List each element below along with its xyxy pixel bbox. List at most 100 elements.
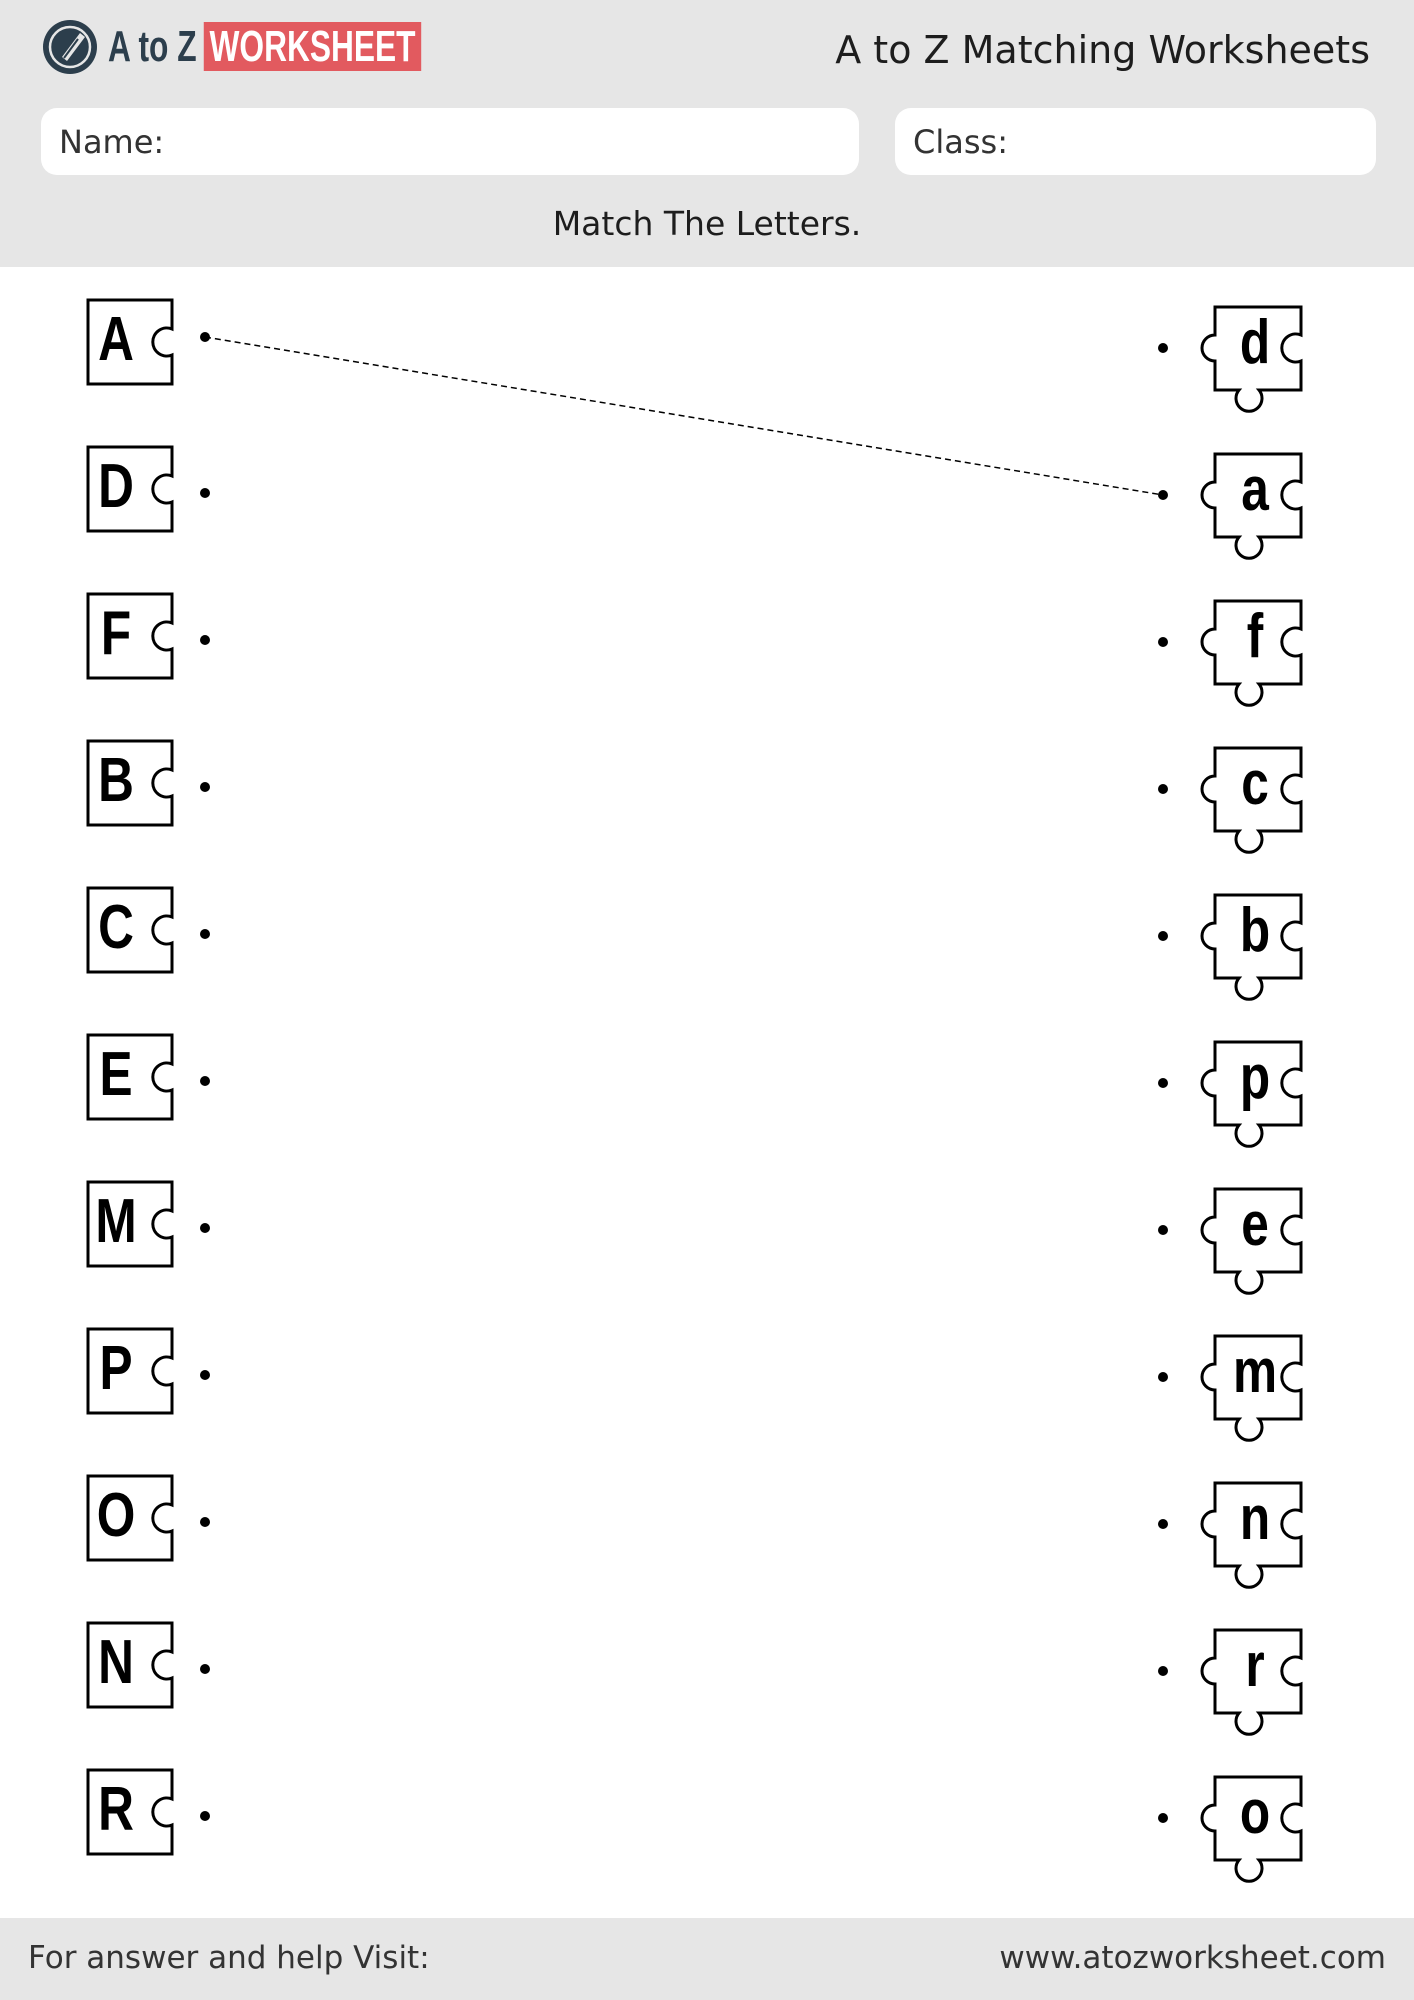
right-letter-piece[interactable]: d bbox=[1187, 305, 1307, 424]
left-dot[interactable] bbox=[200, 1223, 210, 1233]
right-letter: e bbox=[1241, 1190, 1269, 1259]
puzzle-piece-icon bbox=[1200, 1334, 1303, 1442]
left-letter: B bbox=[98, 746, 134, 815]
left-letter-piece[interactable]: P bbox=[86, 1327, 176, 1421]
puzzle-piece-icon bbox=[1200, 305, 1303, 413]
left-dot[interactable] bbox=[200, 1811, 210, 1821]
left-dot[interactable] bbox=[200, 1664, 210, 1674]
left-dot[interactable] bbox=[200, 782, 210, 792]
dashed-line bbox=[204, 336, 1164, 496]
right-letter: p bbox=[1239, 1043, 1271, 1112]
puzzle-piece-icon bbox=[86, 1327, 174, 1415]
left-dot[interactable] bbox=[200, 488, 210, 498]
name-field[interactable]: Name: bbox=[41, 108, 859, 175]
right-letter: b bbox=[1239, 896, 1271, 965]
right-letter: f bbox=[1246, 602, 1264, 671]
right-dot[interactable] bbox=[1158, 1225, 1168, 1235]
name-label: Name: bbox=[59, 122, 165, 161]
right-letter-piece[interactable]: r bbox=[1187, 1628, 1307, 1747]
right-dot[interactable] bbox=[1158, 931, 1168, 941]
right-letter-piece[interactable]: e bbox=[1187, 1187, 1307, 1306]
puzzle-piece-icon bbox=[1200, 599, 1303, 707]
right-dot[interactable] bbox=[1158, 784, 1168, 794]
left-dot[interactable] bbox=[200, 1076, 210, 1086]
right-dot[interactable] bbox=[1158, 1813, 1168, 1823]
right-letter: d bbox=[1239, 308, 1271, 377]
puzzle-piece-icon bbox=[1200, 893, 1303, 1001]
left-letter: A bbox=[98, 305, 134, 374]
puzzle-piece-icon bbox=[1200, 1187, 1303, 1295]
puzzle-piece-icon bbox=[86, 592, 174, 680]
left-letter-piece[interactable]: R bbox=[86, 1768, 176, 1862]
right-dot[interactable] bbox=[1158, 1372, 1168, 1382]
right-letter: r bbox=[1245, 1631, 1265, 1700]
puzzle-piece-icon bbox=[86, 1180, 174, 1268]
right-letter: n bbox=[1239, 1484, 1271, 1553]
class-field[interactable]: Class: bbox=[895, 108, 1376, 175]
class-label: Class: bbox=[913, 122, 1008, 161]
right-letter-piece[interactable]: o bbox=[1187, 1775, 1307, 1894]
left-dot[interactable] bbox=[200, 635, 210, 645]
puzzle-piece-icon bbox=[86, 1474, 174, 1562]
right-letter-piece[interactable]: p bbox=[1187, 1040, 1307, 1159]
left-dot[interactable] bbox=[200, 1517, 210, 1527]
left-letter: O bbox=[96, 1481, 136, 1550]
puzzle-piece-icon bbox=[1200, 1775, 1303, 1883]
footer-url[interactable]: www.atozworksheet.com bbox=[999, 1940, 1386, 1976]
right-letter: m bbox=[1232, 1337, 1278, 1406]
page-title: A to Z Matching Worksheets bbox=[835, 28, 1370, 72]
left-letter-piece[interactable]: D bbox=[86, 445, 176, 539]
right-letter: a bbox=[1241, 455, 1269, 524]
right-letter-piece[interactable]: a bbox=[1187, 452, 1307, 571]
right-letter-piece[interactable]: b bbox=[1187, 893, 1307, 1012]
left-letter: N bbox=[98, 1628, 134, 1697]
left-letter-piece[interactable]: B bbox=[86, 739, 176, 833]
puzzle-piece-icon bbox=[1200, 1481, 1303, 1589]
left-dot[interactable] bbox=[200, 1370, 210, 1380]
right-dot[interactable] bbox=[1158, 1666, 1168, 1676]
puzzle-piece-icon bbox=[86, 445, 174, 533]
right-dot[interactable] bbox=[1158, 1519, 1168, 1529]
right-letter: c bbox=[1241, 749, 1269, 818]
left-letter-piece[interactable]: E bbox=[86, 1033, 176, 1127]
puzzle-piece-icon bbox=[86, 1033, 174, 1121]
footer-help-text: For answer and help Visit: bbox=[28, 1940, 430, 1976]
left-letter: E bbox=[99, 1040, 133, 1109]
right-letter-piece[interactable]: m bbox=[1187, 1334, 1307, 1453]
puzzle-piece-icon bbox=[1200, 746, 1303, 854]
puzzle-piece-icon bbox=[86, 1768, 174, 1856]
left-letter: D bbox=[98, 452, 134, 521]
left-letter: C bbox=[98, 893, 134, 962]
puzzle-piece-icon bbox=[1200, 452, 1303, 560]
puzzle-piece-icon bbox=[86, 739, 174, 827]
pen-nib-logo-icon bbox=[43, 20, 97, 74]
left-letter-piece[interactable]: F bbox=[86, 592, 176, 686]
right-letter-piece[interactable]: n bbox=[1187, 1481, 1307, 1600]
puzzle-piece-icon bbox=[1200, 1628, 1303, 1736]
left-letter: P bbox=[99, 1334, 133, 1403]
right-letter-piece[interactable]: c bbox=[1187, 746, 1307, 865]
puzzle-piece-icon bbox=[86, 886, 174, 974]
puzzle-piece-icon bbox=[1200, 1040, 1303, 1148]
left-letter: R bbox=[98, 1775, 134, 1844]
left-letter-piece[interactable]: N bbox=[86, 1621, 176, 1715]
left-letter: F bbox=[100, 599, 132, 668]
left-dot[interactable] bbox=[200, 929, 210, 939]
footer: For answer and help Visit: www.atozworks… bbox=[0, 1918, 1414, 2000]
left-letter-piece[interactable]: C bbox=[86, 886, 176, 980]
left-letter: M bbox=[95, 1187, 137, 1256]
left-letter-piece[interactable]: M bbox=[86, 1180, 176, 1274]
right-letter: o bbox=[1239, 1778, 1271, 1847]
left-letter-piece[interactable]: O bbox=[86, 1474, 176, 1568]
right-letter-piece[interactable]: f bbox=[1187, 599, 1307, 718]
puzzle-piece-icon bbox=[86, 1621, 174, 1709]
left-letter-piece[interactable]: A bbox=[86, 298, 176, 392]
puzzle-piece-icon bbox=[86, 298, 174, 386]
right-dot[interactable] bbox=[1158, 1078, 1168, 1088]
right-dot[interactable] bbox=[1158, 637, 1168, 647]
right-dot[interactable] bbox=[1158, 343, 1168, 353]
